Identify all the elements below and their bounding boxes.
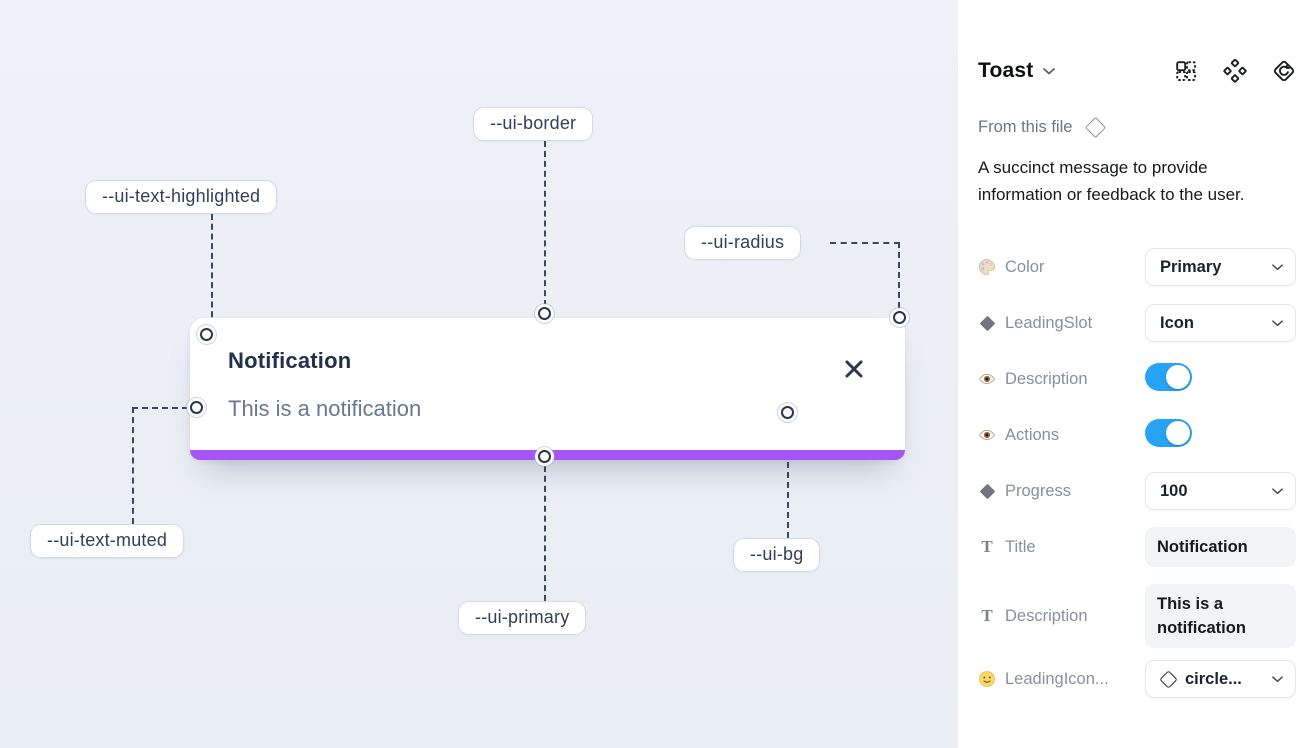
source-row: From this file [978, 114, 1296, 140]
property-row-actions-toggle: Actions [978, 416, 1296, 454]
connector-line-ui-radius [830, 242, 900, 308]
property-row-description-toggle: Description [978, 360, 1296, 398]
chevron-down-icon [1272, 487, 1283, 495]
connector-dot-text-highlighted [200, 328, 213, 341]
css-var-label-ui-bg: --ui-bg [733, 538, 821, 572]
diamond-arrow-icon[interactable] [1272, 59, 1296, 83]
design-canvas[interactable]: Notification This is a notification --ui… [0, 0, 958, 748]
progress-select[interactable]: 100 [1145, 472, 1296, 510]
description-toggle[interactable] [1145, 362, 1192, 391]
chevron-down-icon[interactable] [1043, 67, 1056, 75]
leadingicon-select[interactable]: circle... [1145, 660, 1296, 698]
property-label: Actions [1005, 425, 1060, 444]
leadingslot-select[interactable]: Icon [1145, 304, 1296, 342]
css-var-label-ui-border: --ui-border [473, 107, 594, 141]
color-select[interactable]: Primary [1145, 248, 1296, 286]
properties-panel: Toast [958, 0, 1312, 748]
property-row-color: Color Primary [978, 248, 1296, 286]
css-var-label-ui-primary: --ui-primary [458, 601, 587, 635]
property-row-leadingicon: LeadingIcon... circle... [978, 660, 1296, 698]
text-icon: T [981, 537, 993, 556]
palette-icon [978, 258, 996, 276]
connector-line-ui-bg [787, 422, 789, 538]
property-row-leadingslot: LeadingSlot Icon [978, 304, 1296, 342]
connector-line-ui-border [544, 141, 546, 306]
connector-dot-text-muted [190, 401, 203, 414]
source-label: From this file [978, 117, 1073, 136]
property-label: LeadingIcon... [1005, 669, 1109, 688]
eye-icon [978, 370, 996, 388]
toast-title: Notification [228, 348, 352, 373]
component-set-diamonds-icon[interactable] [1223, 59, 1247, 83]
component-description: A succinct message to provide informatio… [978, 158, 1245, 204]
connector-line-ui-text-muted [132, 407, 188, 524]
close-icon[interactable] [843, 358, 865, 380]
connector-line-ui-primary [544, 466, 546, 601]
property-label: LeadingSlot [1005, 313, 1093, 332]
eye-icon [978, 426, 996, 444]
chevron-down-icon [1272, 319, 1283, 327]
property-row-description-text: T Description This is a notification [978, 584, 1296, 648]
diamond-icon [978, 314, 996, 332]
property-label: Title [1005, 537, 1036, 556]
connector-line-ui-text-highlighted [211, 214, 213, 327]
icon-swatch-diamond [1159, 669, 1178, 689]
description-input[interactable]: This is a notification [1145, 584, 1296, 648]
property-label: Description [1005, 369, 1088, 388]
css-var-label-ui-text-highlighted: --ui-text-highlighted [85, 180, 278, 214]
chevron-down-icon [1272, 675, 1283, 683]
component-grid-icon[interactable] [1174, 59, 1198, 83]
text-icon: T [981, 606, 993, 625]
property-list: Color Primary LeadingSlot Icon [978, 248, 1296, 698]
connector-dot-primary [538, 450, 551, 463]
property-label: Progress [1005, 481, 1072, 500]
css-var-label-ui-radius: --ui-radius [684, 226, 802, 260]
connector-dot-radius [893, 311, 906, 324]
property-label: Color [1005, 257, 1045, 276]
property-label: Description [1005, 606, 1088, 625]
css-var-label-ui-text-muted: --ui-text-muted [30, 524, 185, 558]
toast-description: This is a notification [228, 396, 422, 421]
toast-component[interactable]: Notification This is a notification [190, 318, 905, 460]
component-title: Toast [978, 59, 1034, 82]
panel-header: Toast [978, 56, 1296, 86]
property-row-title: T Title Notification [978, 527, 1296, 567]
component-diamond-icon [1085, 116, 1107, 138]
connector-dot-bg [781, 406, 794, 419]
title-input[interactable]: Notification [1145, 527, 1296, 567]
smiley-icon [978, 670, 996, 688]
property-row-progress: Progress 100 [978, 472, 1296, 510]
connector-dot-border [538, 307, 551, 320]
actions-toggle[interactable] [1145, 418, 1192, 447]
diamond-icon [978, 482, 996, 500]
chevron-down-icon [1272, 263, 1283, 271]
